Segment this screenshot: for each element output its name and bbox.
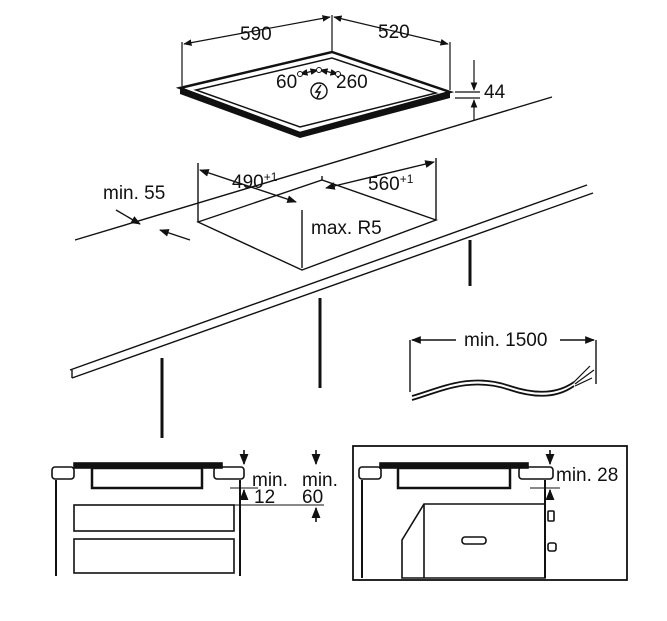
cutout-depth-tolerance: +1 (400, 172, 414, 186)
right-frame (352, 445, 628, 581)
left-clearance-a-value: 12 (254, 487, 275, 508)
left-drawer-2 (73, 538, 235, 574)
left-clearance-a-label: min. (252, 470, 288, 491)
width-590-dimension-line (183, 15, 331, 46)
connector-point-left (297, 71, 303, 77)
front-distance-label: min. 55 (103, 183, 165, 204)
hob-frame-inner (193, 57, 439, 128)
left-drawer-1 (73, 504, 235, 532)
connector-distance-a-label: 60 (276, 72, 297, 93)
right-clearance-label: min. 28 (556, 465, 618, 486)
right-oven-box (401, 503, 546, 579)
hob-depth-label: 520 (378, 22, 410, 43)
left-clearance-b-value: 60 (302, 487, 323, 508)
cable-wire (411, 379, 575, 397)
left-clearance-b-label: min. (302, 470, 338, 491)
connector-point-middle (316, 67, 322, 73)
min55-arrow-in (115, 209, 141, 225)
cutout-width-dimension-line (199, 169, 297, 203)
cutout-width-label: 490+1 (232, 170, 278, 193)
hob-height-label: 44 (484, 82, 506, 103)
left-hob-body (90, 466, 204, 490)
cable-label-background (456, 326, 560, 350)
right-worktop-right (518, 466, 554, 480)
cutout-depth-value: 560 (368, 174, 400, 195)
cutout-depth-label: 560+1 (368, 172, 414, 195)
power-symbol-icon (310, 82, 328, 100)
worktop-back-edge (74, 96, 553, 241)
left-worktop-right (213, 466, 245, 480)
hob-dimensions (181, 15, 480, 120)
cutout-depth-dimension-line (325, 160, 435, 190)
worktop-front-edge-bottom (71, 192, 594, 379)
cutout-width-value: 490 (232, 172, 264, 193)
worktop-front-edge-top (69, 184, 588, 371)
depth-520-dimension-line (333, 15, 449, 46)
right-oven-handle (461, 536, 487, 545)
hob-body-side (300, 92, 450, 138)
cutout-width-tolerance: +1 (264, 170, 278, 184)
worktop (69, 96, 594, 438)
hob-body-front (180, 88, 300, 138)
section-right (352, 445, 628, 581)
left-worktop-left (51, 466, 75, 480)
min55-arrow-out (159, 229, 191, 241)
cutout-outline (115, 158, 439, 271)
cable-length-label: min. 1500 (464, 330, 547, 351)
right-hob-body (396, 466, 512, 490)
hob-width-label: 590 (240, 24, 272, 45)
connector-point-right (335, 71, 341, 77)
right-worktop-left (358, 466, 382, 480)
section-left (51, 450, 324, 576)
connector-distance-b-label: 260 (336, 72, 368, 93)
corner-radius-label: max. R5 (311, 218, 382, 239)
